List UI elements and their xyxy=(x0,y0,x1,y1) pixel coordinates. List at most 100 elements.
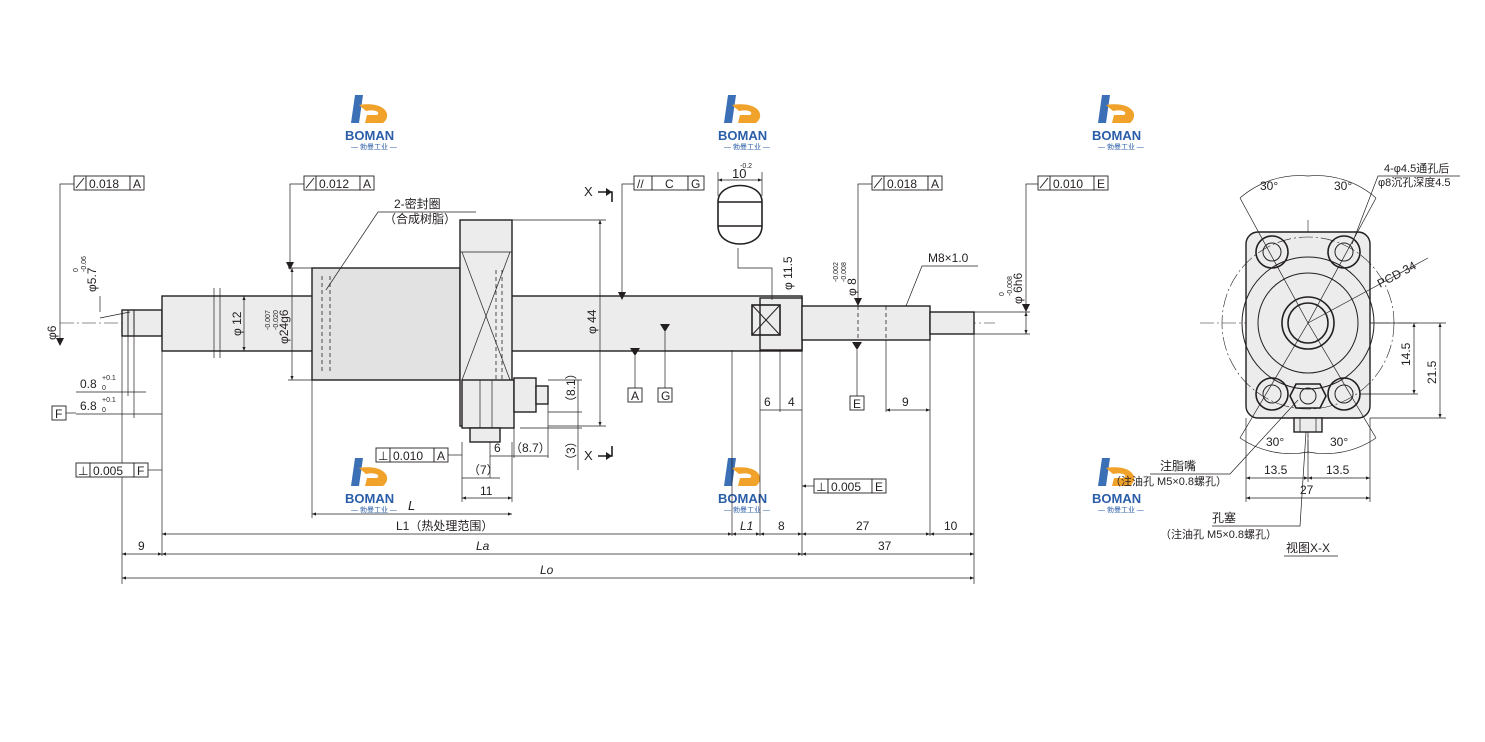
tolerance-frame-nut: 0.012 A xyxy=(286,175,375,270)
dim-d12: φ 12 xyxy=(230,311,244,336)
datum-markers: A G E xyxy=(627,324,865,411)
dim-d6h6-up: 0 xyxy=(999,292,1006,296)
dim-w10-tol: -0.2 xyxy=(740,163,752,170)
dim-h27: 27 xyxy=(1300,483,1314,497)
brand-sub: — 勃曼工业 — xyxy=(724,142,770,151)
dim-d44: φ 44 xyxy=(585,309,599,334)
seal-callout: 2-密封圈 （合成树脂） xyxy=(325,196,476,291)
tol-runout-nut: 0.012 xyxy=(319,177,349,191)
angle-30-tl: 30° xyxy=(1260,179,1278,193)
dim-r8: 8 xyxy=(778,519,785,533)
dim-d5-7: φ5.7 xyxy=(85,267,99,292)
tol-datum-c: C xyxy=(665,177,674,191)
boman-logo-1: BOMAN — 勃曼工业 — xyxy=(345,95,397,151)
dim-d24-lo: -0.020 xyxy=(273,310,280,330)
tol-perp-right: 0.005 xyxy=(831,480,861,494)
tol-datum-g: G xyxy=(691,177,700,191)
plug-label: 孔塞 xyxy=(1212,510,1236,525)
dim-groove-0-8-tol2: 0 xyxy=(102,385,106,392)
thread-callout: M8×1.0 xyxy=(905,251,978,307)
angle-30-br: 30° xyxy=(1330,435,1348,449)
brand-name: BOMAN xyxy=(345,128,394,143)
thread-label: M8×1.0 xyxy=(928,251,969,265)
brand-sub: — 勃曼工业 — xyxy=(1098,505,1144,514)
dim-L: L xyxy=(408,498,415,513)
tolerance-frame-perp-left: ⊥ 0.005 F xyxy=(75,462,162,478)
tol-datum-a: A xyxy=(931,177,939,191)
holes-label-2: φ8沉孔深度4.5 xyxy=(1378,175,1451,189)
dim-La: La xyxy=(476,539,490,553)
section-x: X xyxy=(584,448,593,463)
dim-v21-5: 21.5 xyxy=(1425,360,1439,384)
datum-g: G xyxy=(661,389,670,403)
dim-r4: 4 xyxy=(788,395,795,409)
perp-symbol: ⊥ xyxy=(378,449,388,463)
dim-d5-7-lo: -0.06 xyxy=(81,256,88,272)
dim-d24: φ24g6 xyxy=(277,309,291,344)
dim-w11: 11 xyxy=(480,484,493,498)
shaft-side-view: 10 -0.2 xyxy=(60,163,995,443)
tol-datum-a: A xyxy=(363,177,371,191)
dim-d8-lo: -0.008 xyxy=(841,262,848,282)
tol-datum-f: F xyxy=(137,464,144,478)
brand-name: BOMAN xyxy=(345,491,394,506)
tol-runout-right-end: 0.010 xyxy=(1053,177,1083,191)
dim-h3: （3） xyxy=(564,435,578,466)
seal-label: 2-密封圈 xyxy=(394,196,441,211)
holes-label-1: 4-φ4.5通孔后 xyxy=(1384,162,1449,175)
dim-d6: φ6 xyxy=(45,325,59,340)
dim-w6: 6 xyxy=(494,441,501,455)
perp-symbol: ⊥ xyxy=(78,464,88,478)
dim-d24-up: -0.007 xyxy=(265,310,272,330)
boman-logo-5: BOMAN — 勃曼工业 — xyxy=(718,458,770,514)
boman-logo-3: BOMAN — 勃曼工业 — xyxy=(1092,95,1144,151)
boman-logo-4: BOMAN — 勃曼工业 — xyxy=(345,458,397,514)
dim-Lo: Lo xyxy=(540,563,554,577)
dim-w8-7: （8.7） xyxy=(510,441,551,455)
dim-groove-0-8-tol: +0.1 xyxy=(102,375,116,382)
dim-d5-7-up: 0 xyxy=(73,268,80,272)
brand-name: BOMAN xyxy=(1092,491,1141,506)
tolerance-frame-right-end: 0.010 E xyxy=(1022,175,1109,312)
tolerance-frame-parallel: // C G xyxy=(618,175,705,300)
brand-sub: — 勃曼工业 — xyxy=(724,505,770,514)
brand-name: BOMAN xyxy=(1092,128,1141,143)
dim-r27: 27 xyxy=(856,519,870,533)
dim-d6h6-lo: -0.008 xyxy=(1007,276,1014,296)
dim-d8: φ 8 xyxy=(845,278,859,296)
tol-perp-flange: 0.010 xyxy=(393,449,423,463)
dim-r6: 6 xyxy=(764,395,771,409)
tol-datum-e: E xyxy=(875,480,883,494)
boman-logo-6: BOMAN — 勃曼工业 — xyxy=(1092,458,1144,514)
plug-spec: （注油孔 M5×0.8螺孔） xyxy=(1160,527,1277,541)
dim-h13-5-l: 13.5 xyxy=(1264,463,1288,477)
brand-name: BOMAN xyxy=(718,491,767,506)
dim-d8-up: -0.002 xyxy=(833,262,840,282)
dim-w10: 10 xyxy=(732,166,746,181)
length-dims: L L1（热处理范围） L1 8 27 10 9 La 37 Lo xyxy=(122,351,974,580)
tol-datum-a: A xyxy=(133,177,141,191)
grease-nipple-spec: （注油孔 M5×0.8螺孔） xyxy=(1110,474,1227,488)
dim-h8-1: （8.1） xyxy=(564,367,578,408)
tolerance-frame-perp-right: ⊥ 0.005 E xyxy=(802,478,887,494)
dim-l9: 9 xyxy=(138,539,145,553)
section-marker-bottom: X xyxy=(584,446,613,463)
dim-d6h6: φ 6h6 xyxy=(1011,273,1025,304)
dim-h13-5-r: 13.5 xyxy=(1326,463,1350,477)
angle-30-tr: 30° xyxy=(1334,179,1352,193)
dim-groove-6-8-tol: +0.1 xyxy=(102,397,116,404)
dim-v14-5: 14.5 xyxy=(1399,342,1413,366)
angle-30-bl: 30° xyxy=(1266,435,1284,449)
datum-e: E xyxy=(853,397,861,411)
tolerance-frame-right-mid: 0.018 A xyxy=(854,175,943,306)
left-groove-dims: 0.8 +0.1 0 6.8 +0.1 0 F xyxy=(51,336,162,584)
grease-nipple-label: 注脂嘴 xyxy=(1160,458,1196,473)
tolerance-frame-left: 0.018 A xyxy=(56,175,145,346)
section-x: X xyxy=(584,184,593,199)
dim-r10: 10 xyxy=(944,519,958,533)
right-shaft-dims: 6 4 9 xyxy=(731,334,975,584)
datum-f: F xyxy=(55,407,62,421)
tolerance-frame-perp-flange: ⊥ 0.010 A xyxy=(375,447,462,463)
dim-groove-6-8: 6.8 xyxy=(80,399,97,413)
